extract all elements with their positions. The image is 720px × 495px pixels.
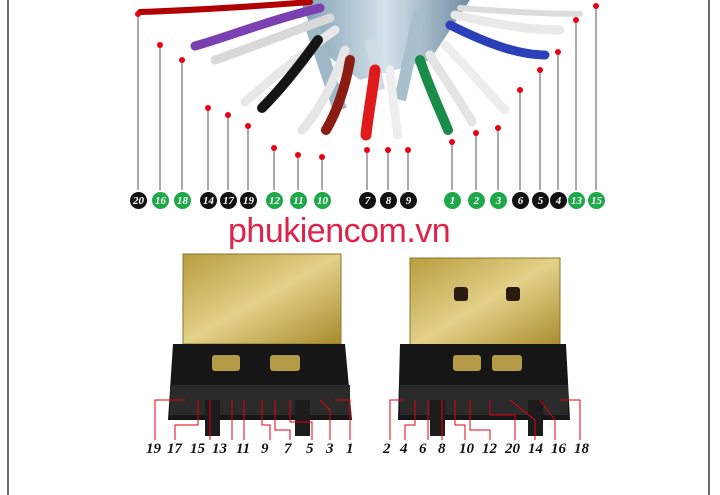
pin-number: 5 bbox=[306, 441, 314, 457]
pin-number: 3 bbox=[326, 441, 334, 457]
wire-badge: 7 bbox=[359, 192, 376, 209]
wires bbox=[137, 0, 583, 141]
pin-number: 16 bbox=[551, 441, 566, 457]
wire-badge: 16 bbox=[152, 192, 169, 209]
pin-number: 12 bbox=[482, 441, 497, 457]
pin-number: 10 bbox=[459, 441, 474, 457]
wire-badge: 3 bbox=[490, 192, 507, 209]
pin-number: 18 bbox=[574, 441, 589, 457]
wire-badge: 17 bbox=[220, 192, 237, 209]
wire-badge: 20 bbox=[130, 192, 147, 209]
wire-badge: 10 bbox=[314, 192, 331, 209]
wire-badge: 19 bbox=[240, 192, 257, 209]
pin-number: 11 bbox=[236, 441, 251, 457]
wire-badge: 2 bbox=[468, 192, 485, 209]
pin-number: 4 bbox=[400, 441, 408, 457]
left-pin-lines bbox=[154, 399, 351, 440]
left-hdmi-connector bbox=[168, 253, 352, 436]
pin-number: 20 bbox=[505, 441, 520, 457]
pin-number: 17 bbox=[167, 441, 182, 457]
wire-badge: 6 bbox=[512, 192, 529, 209]
wire-pointers bbox=[135, 3, 599, 190]
right-hdmi-connector bbox=[398, 257, 570, 436]
wire-badge: 9 bbox=[400, 192, 417, 209]
wire-badge: 18 bbox=[174, 192, 191, 209]
pin-number: 2 bbox=[383, 441, 391, 457]
pin-number: 19 bbox=[146, 441, 161, 457]
pin-number: 7 bbox=[284, 441, 292, 457]
wire-badge: 11 bbox=[290, 192, 307, 209]
wire-badge: 15 bbox=[588, 192, 605, 209]
wire-badge: 5 bbox=[532, 192, 549, 209]
pin-number: 8 bbox=[438, 441, 446, 457]
pin-number: 9 bbox=[261, 441, 269, 457]
wire-badge: 13 bbox=[568, 192, 585, 209]
watermark: phukiencom.vn bbox=[228, 212, 451, 250]
wire-badge: 8 bbox=[380, 192, 397, 209]
pin-number: 13 bbox=[212, 441, 227, 457]
wire-badge: 4 bbox=[550, 192, 567, 209]
pin-number: 15 bbox=[190, 441, 205, 457]
wire-badge: 12 bbox=[266, 192, 283, 209]
pin-number: 1 bbox=[346, 441, 354, 457]
pin-number: 6 bbox=[419, 441, 427, 457]
wire-badge: 14 bbox=[200, 192, 217, 209]
left-frame-line bbox=[7, 0, 9, 495]
right-pin-lines bbox=[389, 399, 581, 440]
right-frame-line bbox=[708, 0, 710, 495]
pin-number: 14 bbox=[528, 441, 543, 457]
wire-badge: 1 bbox=[444, 192, 461, 209]
